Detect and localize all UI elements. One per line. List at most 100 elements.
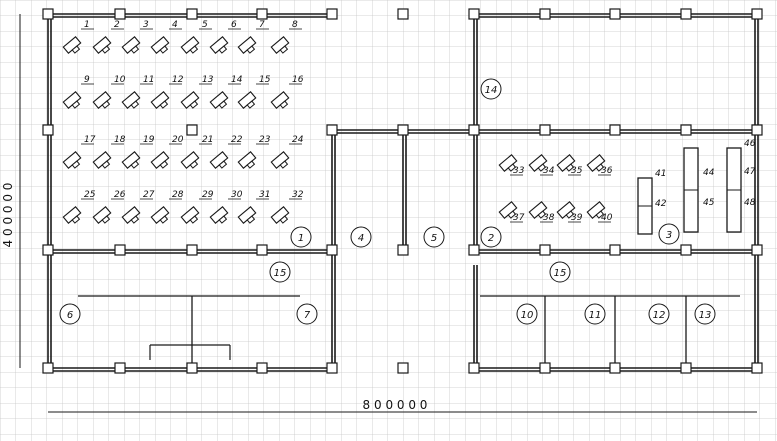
workstation-label: 15 bbox=[259, 75, 271, 85]
workstation bbox=[270, 91, 290, 109]
column bbox=[186, 124, 198, 136]
workstation-label: 28 bbox=[172, 190, 184, 200]
workstation bbox=[586, 154, 606, 172]
workstation bbox=[237, 91, 257, 109]
column bbox=[468, 244, 480, 256]
width-dimension-label: 8 0 0 0 0 0 bbox=[363, 398, 428, 412]
workstation-label: 25 bbox=[84, 190, 96, 200]
workstation-label: 39 bbox=[571, 213, 583, 223]
workstation-label: 30 bbox=[231, 190, 243, 200]
workstation bbox=[270, 151, 290, 169]
column bbox=[326, 8, 338, 20]
chair bbox=[246, 45, 256, 54]
column bbox=[397, 124, 409, 136]
column bbox=[680, 244, 692, 256]
zone-label: 5 bbox=[431, 233, 437, 244]
workstation bbox=[62, 151, 82, 169]
column bbox=[256, 362, 268, 374]
zone-circle bbox=[269, 261, 291, 283]
column bbox=[609, 362, 621, 374]
column bbox=[256, 244, 268, 256]
zone-circle bbox=[296, 303, 318, 325]
rack-label: 45 bbox=[703, 198, 715, 208]
workstation bbox=[556, 201, 576, 219]
zone-label: 1 bbox=[298, 233, 304, 244]
zone-label: 6 bbox=[67, 310, 73, 321]
workstation bbox=[62, 36, 82, 54]
workstation-label: 33 bbox=[513, 166, 525, 176]
workstation bbox=[209, 36, 229, 54]
workstation-label: 24 bbox=[292, 135, 304, 145]
workstation bbox=[121, 36, 141, 54]
workstation bbox=[150, 36, 170, 54]
workstation-label: 31 bbox=[259, 190, 270, 200]
workstation bbox=[150, 91, 170, 109]
zone-circle bbox=[584, 303, 606, 325]
column bbox=[42, 124, 54, 136]
chair bbox=[218, 160, 228, 169]
column bbox=[468, 8, 480, 20]
chair bbox=[565, 210, 575, 219]
column bbox=[680, 124, 692, 136]
column bbox=[609, 8, 621, 20]
workstation-label: 37 bbox=[513, 213, 525, 223]
workstation-label: 18 bbox=[114, 135, 126, 145]
chair bbox=[595, 163, 605, 172]
column bbox=[397, 362, 409, 374]
workstation bbox=[209, 206, 229, 224]
rack-label: 46 bbox=[744, 139, 756, 149]
zone-circle bbox=[516, 303, 538, 325]
zone-label: 4 bbox=[358, 233, 364, 244]
workstation-label: 16 bbox=[292, 75, 304, 85]
chair bbox=[101, 45, 111, 54]
workstation-label: 22 bbox=[231, 135, 243, 145]
workstation bbox=[209, 151, 229, 169]
chair bbox=[189, 100, 199, 109]
column bbox=[326, 362, 338, 374]
column bbox=[186, 8, 198, 20]
rack-label: 44 bbox=[703, 168, 715, 178]
zone-circle bbox=[658, 223, 680, 245]
chair bbox=[159, 215, 169, 224]
workstation bbox=[92, 206, 112, 224]
column bbox=[326, 244, 338, 256]
column bbox=[680, 362, 692, 374]
chair bbox=[537, 210, 547, 219]
chair bbox=[246, 215, 256, 224]
chair bbox=[246, 100, 256, 109]
chair bbox=[279, 160, 289, 169]
workstation bbox=[528, 154, 548, 172]
column bbox=[539, 124, 551, 136]
zone-label: 3 bbox=[666, 230, 672, 241]
column bbox=[680, 8, 692, 20]
zone-circle bbox=[648, 303, 670, 325]
chair bbox=[130, 100, 140, 109]
chair bbox=[189, 160, 199, 169]
workstation-label: 12 bbox=[172, 75, 184, 85]
chair bbox=[130, 45, 140, 54]
column bbox=[468, 124, 480, 136]
column bbox=[114, 244, 126, 256]
column bbox=[397, 244, 409, 256]
zone-label: 2 bbox=[488, 233, 494, 244]
workstation bbox=[180, 151, 200, 169]
chair bbox=[71, 45, 81, 54]
workstation-label: 10 bbox=[114, 75, 126, 85]
workstation bbox=[150, 151, 170, 169]
workstation bbox=[150, 206, 170, 224]
zone-circle bbox=[480, 78, 502, 100]
chair bbox=[279, 215, 289, 224]
workstation bbox=[209, 91, 229, 109]
zone-label: 7 bbox=[304, 310, 311, 321]
workstation-label: 6 bbox=[231, 20, 237, 30]
workstation bbox=[237, 36, 257, 54]
chair bbox=[507, 163, 517, 172]
column bbox=[539, 362, 551, 374]
column bbox=[397, 8, 409, 20]
workstation-label: 36 bbox=[601, 166, 613, 176]
zone-circle bbox=[480, 226, 502, 248]
workstation-label: 5 bbox=[202, 20, 208, 30]
zone-circle bbox=[549, 261, 571, 283]
workstation bbox=[237, 151, 257, 169]
